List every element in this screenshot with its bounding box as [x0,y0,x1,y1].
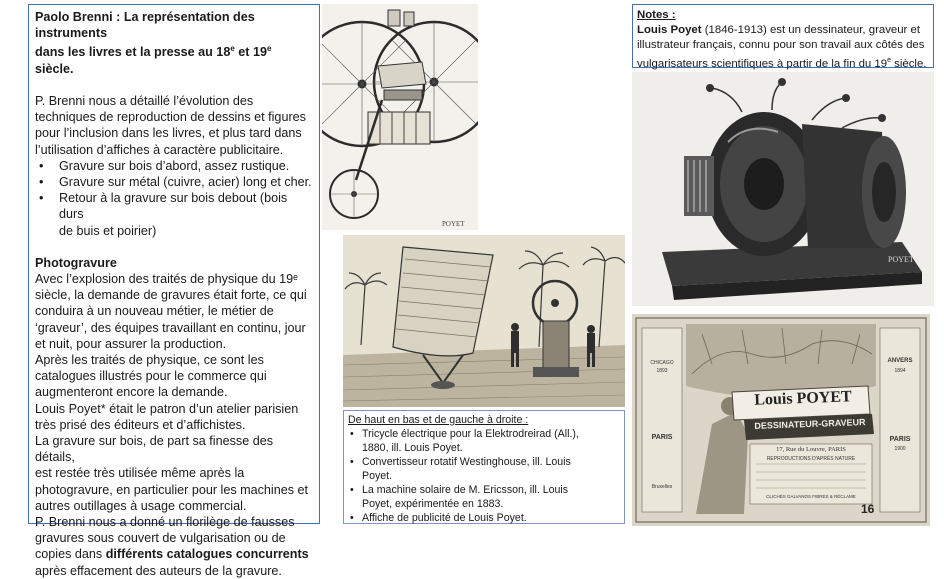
page-number: 16 [861,502,875,516]
notes-text: Louis Poyet (1846-1913) est un dessinate… [637,24,927,70]
notes-panel: Notes : Louis Poyet (1846-1913) est un d… [632,4,934,70]
poster-left-year: 1893 [656,368,668,374]
list-item: La machine solaire de M. Ericsson, ill. … [348,483,620,511]
poster-left-city: CHICAGO [650,360,674,366]
list-item: Tricycle électrique pour la Elektrodreir… [348,427,620,455]
list-item: Gravure sur métal (cuivre, acier) long e… [35,174,313,190]
list-item: Retour à la gravure sur bois debout (boi… [35,190,313,239]
solar-machine-engraving [343,235,625,407]
main-title: Paolo Brenni : La représentation des ins… [35,10,272,76]
technique-list: Gravure sur bois d’abord, assez rustique… [35,158,313,239]
poster-address: 17, Rue du Louvre, PARIS [776,446,846,453]
poster-left-bxl: Bruxelles [651,484,673,490]
poster-left-paris: PARIS [651,434,673,441]
poster-right-year1: 1894 [894,368,906,374]
list-item: Convertisseur rotatif Westinghouse, ill.… [348,455,620,483]
photogravure-heading: Photogravure [35,255,117,270]
list-item: Gravure sur bois d’abord, assez rustique… [35,158,313,174]
tricycle-signature: POYET [442,220,465,228]
list-item: Affiche de publicité de Louis Poyet. [348,511,620,525]
rotary-converter-engraving: POYET [632,72,934,306]
poster-right-paris: PARIS [889,436,911,443]
poster-right-city: ANVERS [887,358,913,364]
main-text-panel: Paolo Brenni : La représentation des ins… [28,4,320,578]
poster-bottom-text: REPRODUCTIONS D'APRÈS NATURE [766,456,856,462]
caption-panel: De haut en bas et de gauche à droite : T… [343,410,625,525]
caption-title: De haut en bas et de gauche à droite : [348,414,529,426]
tricycle-engraving: POYET [322,4,478,230]
poster-bottom-text-2: CLICHÉS GALVANOS FIBRES & RÉCLAME [766,494,856,499]
poster-right-year2: 1900 [894,446,906,452]
poyet-poster: Louis POYET DESSINATEUR-GRAVEUR 17, Rue … [632,314,930,526]
caption-list: Tricycle électrique pour la Elektrodreir… [348,427,620,525]
intro-paragraph: P. Brenni nous a détaillé l’évolution de… [35,94,306,157]
photogravure-paragraph: Avec l’explosion des traités de physique… [35,272,309,578]
notes-title: Notes : [637,9,676,21]
converter-signature: POYET [888,255,914,264]
